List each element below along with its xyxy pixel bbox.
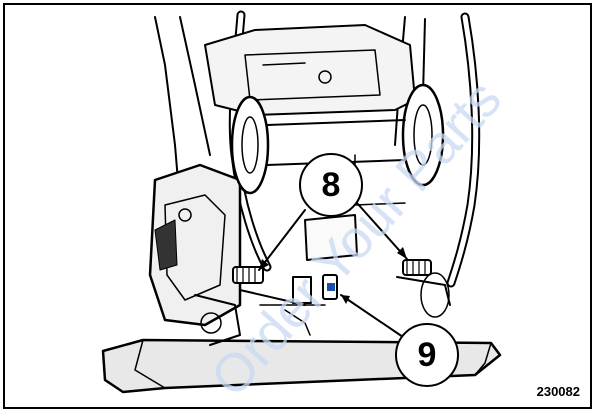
figure-id: 230082 — [536, 384, 580, 399]
leader-8-left — [258, 209, 306, 271]
pulley-right — [401, 83, 445, 187]
leader-8-right — [356, 202, 408, 260]
callout-9: 9 — [395, 323, 459, 387]
diagram-frame: 8 9 Order Your Parts 230082 — [3, 3, 592, 409]
shock-mount-right — [396, 259, 451, 318]
pulley-left — [230, 95, 270, 195]
engine-housing — [204, 24, 416, 116]
machine-illustration — [101, 10, 502, 394]
center-bolts — [259, 274, 338, 336]
leader-9 — [340, 294, 404, 338]
side-panel-left — [148, 163, 242, 327]
callout-8: 8 — [299, 153, 363, 217]
